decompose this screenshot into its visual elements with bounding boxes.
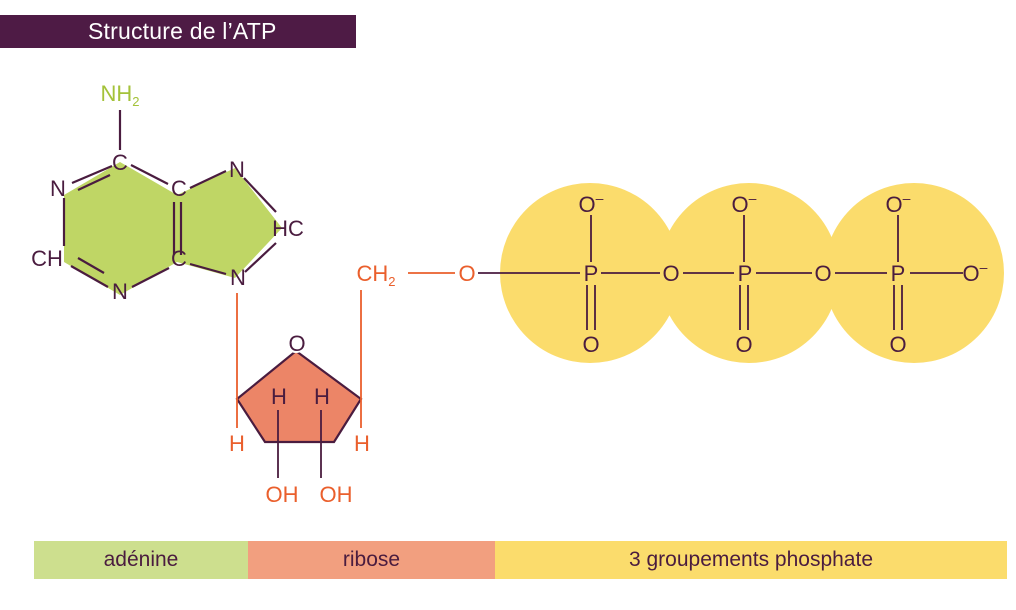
ribose-oh-left: OH xyxy=(266,482,299,507)
phosphate-2-p: P xyxy=(738,261,753,286)
phosphate-3-o-bottom: O xyxy=(889,332,906,357)
phosphate-3-p: P xyxy=(891,261,906,286)
o-bridge-ribose: O xyxy=(458,261,475,286)
ribose-o-ring: O xyxy=(288,331,305,356)
adenine-bonds xyxy=(62,110,277,288)
phosphate-1-o-bottom: O xyxy=(582,332,599,357)
adenine-c-right-top: C xyxy=(171,176,187,201)
legend-adenine: adénine xyxy=(34,541,248,579)
phosphate-circle-2 xyxy=(659,183,839,363)
ring-o-bg xyxy=(286,333,306,353)
o-bridge-2: O xyxy=(814,261,831,286)
adenine-five-ring-fill xyxy=(177,168,282,278)
nh2-label: NH2 xyxy=(100,81,139,109)
page-title: Structure de l’ATP xyxy=(0,15,356,48)
adenine-n-right-bottom: N xyxy=(230,265,246,290)
phosphate-1-p: P xyxy=(584,261,599,286)
ribose-h-left-out: H xyxy=(229,431,245,456)
adenine-ch: CH xyxy=(31,246,63,271)
legend-ribose: ribose xyxy=(248,541,495,579)
ribose-h-right-out: H xyxy=(354,431,370,456)
adenine-n-bottom: N xyxy=(112,279,128,304)
ch2-label: CH2 xyxy=(356,261,395,289)
phosphate-2-o-top: O– xyxy=(732,190,757,217)
o-bridge-1: O xyxy=(662,261,679,286)
adenine-hc: HC xyxy=(272,216,304,241)
phosphate-3-o-top: O– xyxy=(886,190,911,217)
phosphate-1-o-top: O– xyxy=(579,190,604,217)
ribose-h-right-in: H xyxy=(314,384,330,409)
phosphate-circle-1 xyxy=(500,183,680,363)
adenine-six-ring-fill xyxy=(64,162,177,295)
adenine-n-left: N xyxy=(50,176,66,201)
phosphate-2-o-bottom: O xyxy=(735,332,752,357)
ribose-oh-right: OH xyxy=(320,482,353,507)
adenine-c-right-bottom: C xyxy=(171,246,187,271)
adenine-c-top: C xyxy=(112,150,128,175)
o-end: O– xyxy=(963,259,988,286)
legend-phosphate: 3 groupements phosphate xyxy=(495,541,1007,579)
adenine-n-right-top: N xyxy=(229,157,245,182)
phosphate-bonds xyxy=(478,215,963,330)
atp-structure-diagram: NH2 C N C N HC CH C N N O H H H H OH OH … xyxy=(31,81,1004,507)
ribose-ring xyxy=(235,349,363,444)
ribose-bonds xyxy=(236,272,455,478)
ribose-h-left-in: H xyxy=(271,384,287,409)
